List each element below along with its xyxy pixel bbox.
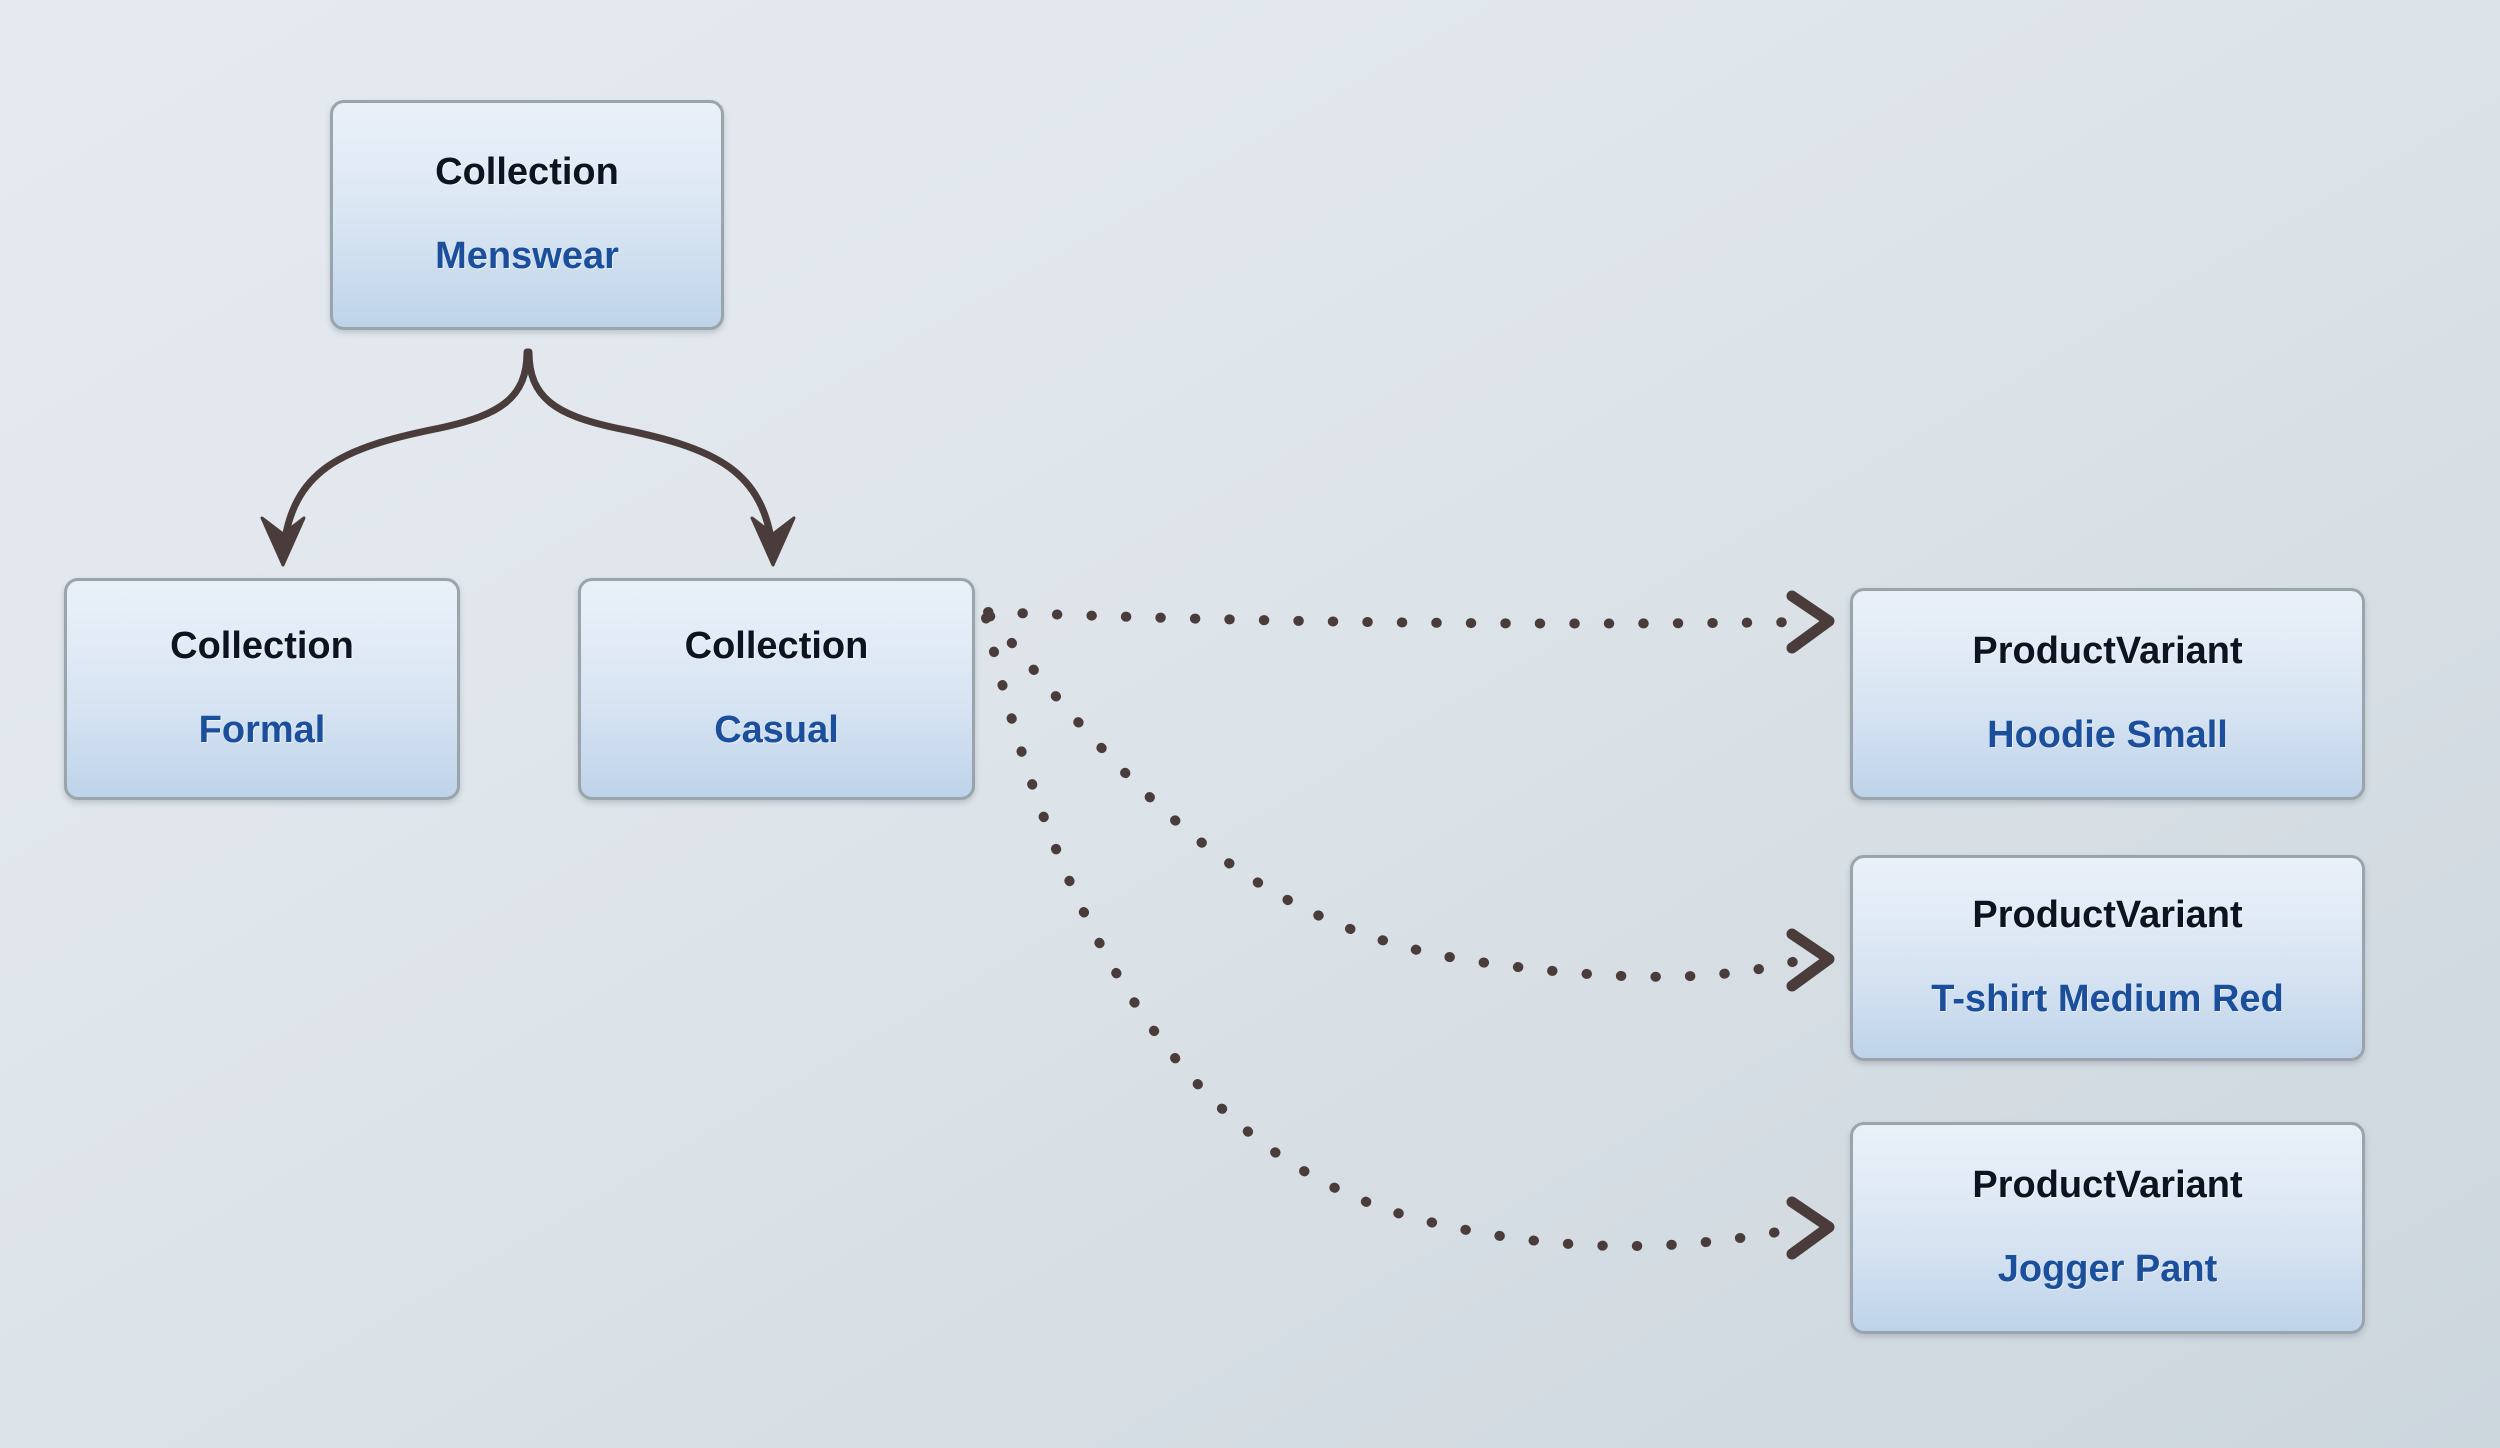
node-variant-tshirt-medium-red[interactable]: ProductVariant T-shirt Medium Red [1850,855,2365,1061]
node-name-label: Hoodie Small [1987,714,2228,756]
node-collection-formal[interactable]: Collection Formal [64,578,460,800]
node-type-label: Collection [684,625,869,668]
node-type-label: ProductVariant [1972,630,2243,673]
node-variant-jogger-pant[interactable]: ProductVariant Jogger Pant [1850,1122,2365,1334]
edge-menswear-casual [525,348,796,567]
node-type-label: ProductVariant [1972,894,2243,937]
node-collection-menswear[interactable]: Collection Menswear [330,100,724,330]
edge-casual-hoodie-small [983,590,1835,654]
edge-casual-jogger-pant [981,613,1835,1260]
node-name-label: Formal [198,709,326,751]
node-name-label: Jogger Pant [1997,1248,2218,1290]
node-type-label: ProductVariant [1972,1164,2243,1207]
node-name-label: Casual [714,709,839,751]
node-variant-hoodie-small[interactable]: ProductVariant Hoodie Small [1850,588,2365,800]
node-type-label: Collection [170,625,354,668]
edge-casual-tshirt-medium-red [985,611,1835,992]
node-name-label: T-shirt Medium Red [1931,978,2284,1020]
node-collection-casual[interactable]: Collection Casual [578,578,975,800]
node-type-label: Collection [435,151,619,194]
edge-menswear-formal [260,348,531,567]
node-name-label: Menswear [435,235,619,277]
